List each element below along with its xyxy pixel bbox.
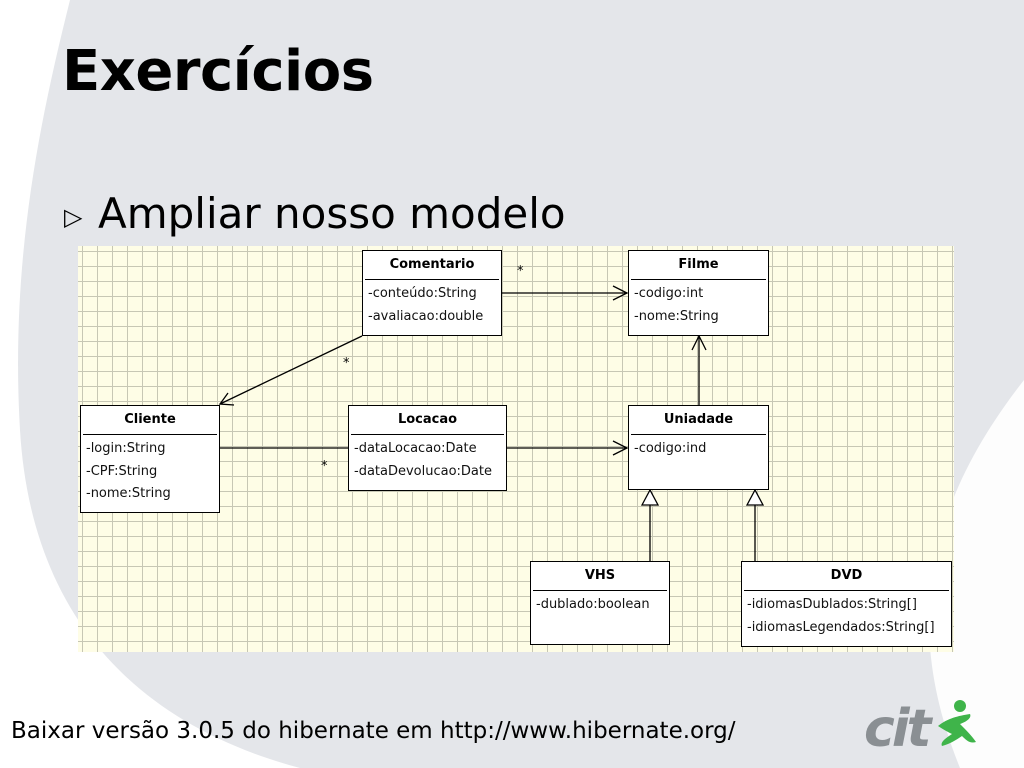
attribute: -idiomasDublados:String[] <box>747 597 917 612</box>
attribute: -dataLocacao:Date <box>354 441 477 456</box>
bullet-text: Ampliar nosso modelo <box>98 189 566 238</box>
bullet-item: ▷ Ampliar nosso modelo <box>64 188 566 240</box>
arrowhead-cliente <box>218 392 235 406</box>
class-name-vhs: VHS <box>533 562 667 591</box>
class-uniadade: Uniadade -codigo:ind <box>628 405 769 490</box>
attribute: -codigo:ind <box>634 441 707 456</box>
class-attributes: -login:String -CPF:String -nome:String <box>81 435 219 506</box>
attribute: -nome:String <box>634 308 719 324</box>
attribute: -idiomasLegendados:String[] <box>747 619 935 635</box>
diagram-connectors <box>218 285 765 561</box>
attribute: -login:String <box>86 441 166 456</box>
attribute: -dublado:boolean <box>536 597 650 612</box>
attribute: -CPF:String <box>86 463 158 479</box>
class-filme: Filme -codigo:int -nome:String <box>628 250 769 336</box>
logo-text: cit <box>864 699 934 759</box>
multiplicity-cliente-uniadade: * <box>321 459 328 474</box>
swoosh-highlight <box>928 380 1024 768</box>
class-locacao: Locacao -dataLocacao:Date -dataDevolucao… <box>348 405 507 491</box>
uml-class-diagram: * * * Comentario -conteúdo:String -avali… <box>78 246 954 652</box>
class-comentario: Comentario -conteúdo:String -avaliacao:d… <box>362 250 502 336</box>
arrowhead-filme-up <box>691 334 707 351</box>
attribute: -avaliacao:double <box>368 308 484 324</box>
attribute: -dataDevolucao:Date <box>354 463 492 479</box>
class-name-dvd: DVD <box>744 562 949 591</box>
class-name-locacao: Locacao <box>351 406 504 435</box>
cit-logo: cit <box>864 699 976 759</box>
generalization-arrow-dvd <box>745 488 765 506</box>
multiplicity-comentario-cliente: * <box>343 356 350 371</box>
class-attributes: -conteúdo:String -avaliacao:double <box>363 280 501 328</box>
class-attributes: -idiomasDublados:String[] -idiomasLegend… <box>742 591 951 639</box>
attribute: -codigo:int <box>634 286 704 301</box>
logo-runner-icon <box>938 700 976 746</box>
class-name-filme: Filme <box>631 251 766 280</box>
class-cliente: Cliente -login:String -CPF:String -nome:… <box>80 405 220 513</box>
class-attributes: -codigo:ind <box>629 435 768 461</box>
footer-text: Baixar versão 3.0.5 do hibernate em http… <box>11 718 736 744</box>
generalization-arrow-vhs <box>640 488 660 506</box>
class-name-cliente: Cliente <box>83 406 217 435</box>
class-attributes: -dublado:boolean <box>531 591 669 617</box>
class-name-comentario: Comentario <box>365 251 499 280</box>
slide-title: Exercícios <box>62 39 374 104</box>
class-dvd: DVD -idiomasDublados:String[] -idiomasLe… <box>741 561 952 647</box>
arrowhead-filme <box>612 285 629 301</box>
class-attributes: -dataLocacao:Date -dataDevolucao:Date <box>349 435 506 483</box>
class-attributes: -codigo:int -nome:String <box>629 280 768 328</box>
class-vhs: VHS -dublado:boolean <box>530 561 670 645</box>
attribute: -conteúdo:String <box>368 286 477 301</box>
triangle-bullet-icon: ▷ <box>64 203 83 231</box>
arrowhead-uniadade <box>612 440 629 456</box>
attribute: -nome:String <box>86 486 171 501</box>
multiplicity-comentario-filme: * <box>517 264 524 279</box>
class-name-uniadade: Uniadade <box>631 406 766 435</box>
edge-comentario-cliente <box>219 335 363 405</box>
